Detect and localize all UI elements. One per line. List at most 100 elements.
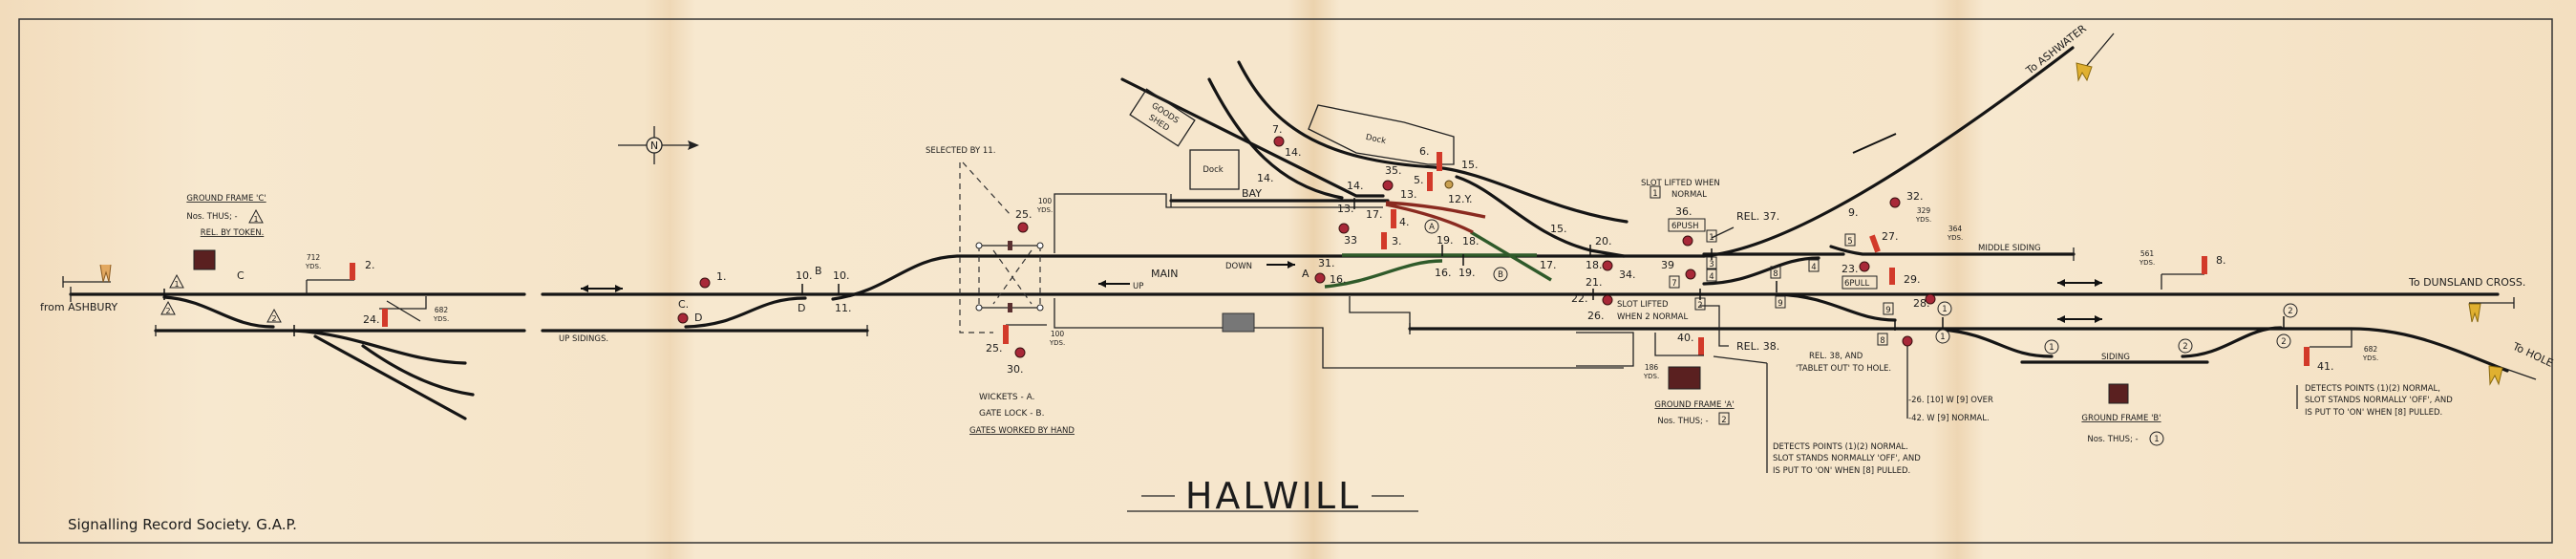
dock-label: Dock bbox=[1365, 133, 1387, 146]
signal-box bbox=[1222, 312, 1255, 333]
distance-value: 682 bbox=[2364, 345, 2378, 354]
from-ashbury-label: from ASHBURY bbox=[40, 301, 117, 313]
lever-number: 18. bbox=[1462, 235, 1480, 247]
ground-frame-b-hut bbox=[2108, 383, 2129, 404]
credit-line: Signalling Record Society. G.A.P. bbox=[68, 516, 297, 533]
ground-signal-disc-icon bbox=[1682, 235, 1693, 247]
gfa-detects-note: IS PUT TO 'ON' WHEN [8] PULLED. bbox=[1773, 466, 1910, 476]
rel-38-tablet-note: REL. 38, AND bbox=[1809, 352, 1863, 361]
track-15-connection bbox=[1455, 175, 1626, 258]
lever-number: 13. bbox=[1337, 203, 1354, 215]
pull-box bbox=[1842, 275, 1878, 290]
track-middle-siding bbox=[1702, 245, 2076, 256]
boxed-lever-number: 4 bbox=[1709, 272, 1714, 282]
points-circle bbox=[1493, 267, 1508, 282]
lever-number: 41. bbox=[2317, 360, 2334, 373]
distance-value: 682 bbox=[435, 306, 449, 314]
lever-box bbox=[1808, 259, 1820, 272]
lever-number: 40. bbox=[1677, 332, 1694, 344]
distance-unit: YDS. bbox=[433, 315, 449, 323]
ground-frame-c-triangle-icon bbox=[160, 300, 176, 315]
lever-number: 27. bbox=[1882, 230, 1899, 243]
up-sidings-label: UP SIDINGS. bbox=[559, 334, 608, 344]
circled-label: 2 bbox=[2288, 307, 2292, 316]
boxed-lever-number: 8 bbox=[1773, 269, 1778, 279]
title-rules bbox=[1127, 495, 1418, 512]
lever-number: 13. bbox=[1400, 188, 1417, 201]
signal-5 bbox=[1427, 172, 1433, 191]
diagram-border bbox=[18, 18, 2553, 544]
circled-label: A bbox=[1429, 223, 1435, 232]
ground-frame-c-nos: Nos. THUS; - bbox=[186, 212, 237, 222]
boxed-lever-number: 5 bbox=[1847, 237, 1852, 247]
boxed-lever-number: 3 bbox=[1709, 260, 1714, 269]
ground-frame-c-triangle-icon bbox=[248, 208, 264, 224]
lever-number: 39 bbox=[1661, 259, 1674, 271]
slot-lifted-note: SLOT LIFTED WHEN bbox=[1641, 179, 1720, 188]
ground-signal-disc-icon bbox=[1382, 180, 1394, 191]
lever-number: 30. bbox=[1007, 363, 1024, 376]
ground-frame-c-triangle-icon bbox=[266, 308, 282, 323]
slot-lifted-2-note: WHEN 2 NORMAL bbox=[1617, 312, 1688, 322]
lever-number: 29. bbox=[1904, 273, 1921, 286]
gfb-detects-note: SLOT STANDS NORMALLY 'OFF', AND bbox=[2305, 396, 2453, 405]
distant-signal-dunsland bbox=[2468, 297, 2515, 323]
ground-frame-c-triangle-icon bbox=[169, 273, 184, 289]
ground-signal-disc-icon bbox=[1602, 260, 1613, 271]
to-hole-label: To HOLE bbox=[2510, 340, 2555, 370]
down-label: DOWN bbox=[1225, 262, 1252, 271]
circled-label: 2 bbox=[2281, 337, 2286, 347]
distant-signal-ashbury bbox=[62, 264, 112, 288]
main-label: MAIN bbox=[1151, 268, 1179, 280]
lever-number: 17. bbox=[1540, 259, 1557, 271]
route-16-crossover bbox=[1324, 259, 1443, 289]
distance-value: 100 bbox=[1051, 330, 1065, 338]
lever-number: 11. bbox=[835, 302, 852, 314]
ground-signal-disc-icon bbox=[677, 312, 689, 324]
lever-number: 23. bbox=[1842, 263, 1859, 275]
boxed-lever-number: 1 bbox=[1709, 233, 1714, 243]
triangle-label: 2 bbox=[165, 307, 170, 315]
dock-upper bbox=[1308, 104, 1455, 165]
selection-leader bbox=[959, 161, 1011, 333]
circled-label: B bbox=[1498, 270, 1503, 280]
selected-by-11-note: SELECTED BY 11. bbox=[926, 146, 995, 156]
signal-41 bbox=[2304, 329, 2352, 366]
signal-25-lower bbox=[1003, 324, 1047, 344]
lever-number: D bbox=[798, 302, 805, 314]
platform-up bbox=[1054, 193, 1383, 253]
lever-number: 25. bbox=[1015, 208, 1033, 221]
points-circle bbox=[1424, 219, 1439, 234]
direction-arrows bbox=[581, 133, 2102, 320]
track-to-hole bbox=[1408, 327, 2509, 373]
track-crossover-3-4 bbox=[1702, 256, 1820, 286]
ground-signal-disc-icon bbox=[699, 277, 711, 289]
lever-number: 26. bbox=[1587, 310, 1605, 322]
ground-signal-disc-icon bbox=[1273, 136, 1285, 147]
points-circle bbox=[2149, 431, 2164, 446]
points-circle bbox=[2178, 338, 2193, 354]
distance-value: 186 bbox=[1645, 363, 1659, 372]
ground-signal-disc-icon bbox=[1017, 222, 1029, 233]
ground-frame-c-rel: REL. BY TOKEN. bbox=[201, 228, 265, 238]
lever-number: 14. bbox=[1285, 146, 1302, 159]
distance-unit: YDS. bbox=[1915, 216, 1931, 224]
gates-worked-by-hand-note: GATES WORKED BY HAND bbox=[969, 426, 1075, 436]
boxed-lever-number: 9 bbox=[1885, 306, 1890, 315]
circled-label: 1 bbox=[2154, 435, 2159, 444]
ground-signal-disc-icon bbox=[1602, 294, 1613, 306]
lever-number: 3. bbox=[1392, 235, 1402, 247]
dock-lower bbox=[1189, 149, 1240, 190]
track-to-ashwater bbox=[1702, 46, 2075, 258]
lever-number: 10. bbox=[796, 269, 813, 282]
compass-icon: N bbox=[618, 126, 699, 164]
lever-number: 8. bbox=[2216, 254, 2226, 267]
distance-value: 100 bbox=[1038, 197, 1053, 205]
signal-3 bbox=[1381, 232, 1387, 249]
up-label: UP bbox=[1133, 282, 1143, 291]
lever-number: 6. bbox=[1419, 145, 1430, 158]
ground-signal-disc-icon bbox=[1925, 293, 1936, 305]
distance-value: 364 bbox=[1948, 225, 1963, 233]
distance-unit: YDS. bbox=[1643, 373, 1659, 380]
ground-signal-disc-icon bbox=[1014, 347, 1026, 358]
